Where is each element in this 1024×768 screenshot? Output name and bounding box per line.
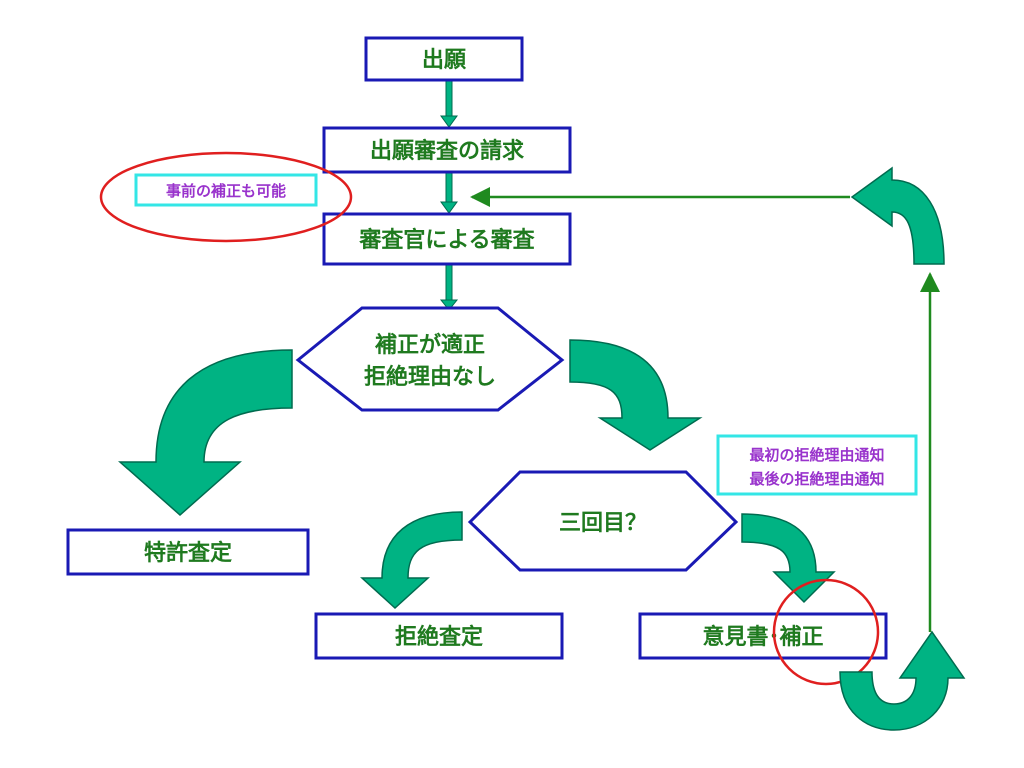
pre-amendment-note: 事前の補正も可能	[99, 151, 353, 243]
u-turn-arrow-top	[850, 166, 945, 265]
notice-first-label: 最初の拒絶理由通知	[749, 446, 884, 464]
response-label: 意見書･補正	[702, 624, 823, 650]
connector-request-to-exam	[440, 171, 458, 214]
rejection-label: 拒絶査定	[395, 624, 483, 650]
decision-2-label: 三回目？	[559, 511, 647, 536]
curved-arrow-to-response	[741, 513, 836, 604]
u-turn-arrow-bottom	[839, 630, 966, 731]
decision-2-hexagon: 三回目？	[467, 470, 739, 572]
response-box: 意見書･補正	[638, 578, 888, 686]
exam-request-label: 出願審査の請求	[370, 138, 524, 164]
notices-note: 最初の拒絶理由通知 最後の拒絶理由通知	[716, 434, 918, 496]
highlight-oval-right	[772, 578, 880, 686]
curved-arrow-to-grant	[118, 349, 293, 517]
decision-1-hexagon: 補正が適正 拒絶理由なし	[295, 306, 565, 412]
examination-box: 審査官による審査	[322, 212, 572, 266]
grant-box: 特許査定	[66, 528, 310, 576]
notice-last-label: 最後の拒絶理由通知	[749, 470, 884, 488]
decision-1-line-2: 拒絶理由なし	[364, 364, 496, 390]
curved-arrow-to-decision-2	[569, 339, 703, 451]
connector-exam-to-decision	[439, 263, 459, 311]
examination-label: 審査官による審査	[358, 227, 535, 253]
filing-box: 出願	[364, 36, 524, 82]
pre-amendment-label: 事前の補正も可能	[166, 182, 286, 200]
connector-filing-to-request	[440, 79, 458, 128]
exam-request-box: 出願審査の請求	[322, 126, 572, 174]
decision-1-line-1: 補正が適正	[374, 332, 485, 358]
rejection-box: 拒絶査定	[314, 612, 564, 660]
grant-label: 特許査定	[144, 540, 232, 566]
filing-label: 出願	[422, 48, 467, 73]
highlight-oval-left	[99, 151, 353, 243]
curved-arrow-to-rejection	[360, 511, 463, 610]
